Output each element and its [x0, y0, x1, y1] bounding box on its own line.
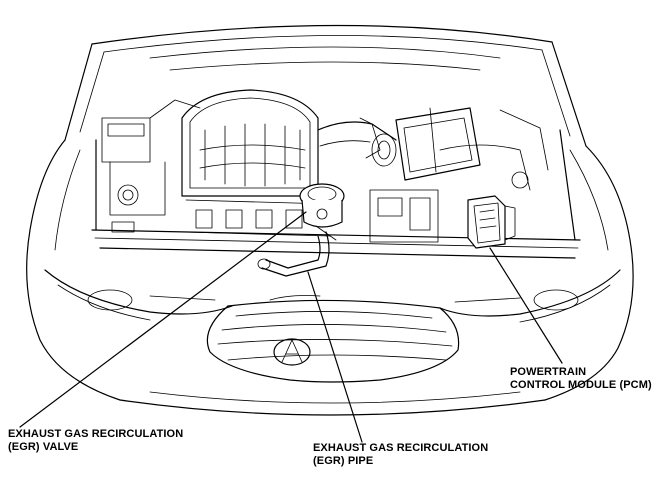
leader-line-egr-valve [19, 211, 307, 428]
egr-valve-label-line2: (EGR) VALVE [8, 441, 79, 453]
pcm-label-line1: POWERTRAIN [510, 366, 587, 378]
leader-line-pcm [489, 247, 563, 364]
egr-valve-label: EXHAUST GAS RECIRCULATION (EGR) VALVE [8, 428, 183, 454]
egr-pipe-label-line1: EXHAUST GAS RECIRCULATION [313, 442, 489, 454]
leader-line-egr-pipe [307, 271, 363, 443]
egr-valve-shape [299, 183, 345, 228]
egr-pipe-shape [257, 225, 337, 277]
left-components [101, 99, 201, 233]
raised-hood [64, 24, 587, 147]
egr-pipe-label-line2: (EGR) PIPE [313, 455, 374, 467]
egr-valve-label-line1: EXHAUST GAS RECIRCULATION [8, 428, 184, 440]
engine-intake [181, 89, 481, 237]
front-grille [206, 299, 460, 383]
pcm-label-line2: CONTROL MODULE (PCM) [510, 379, 652, 391]
right-components [369, 109, 549, 249]
egr-pipe-label: EXHAUST GAS RECIRCULATION (EGR) PIPE [313, 442, 488, 468]
pcm-label: POWERTRAIN CONTROL MODULE (PCM) [510, 366, 652, 392]
car-body [26, 139, 634, 416]
